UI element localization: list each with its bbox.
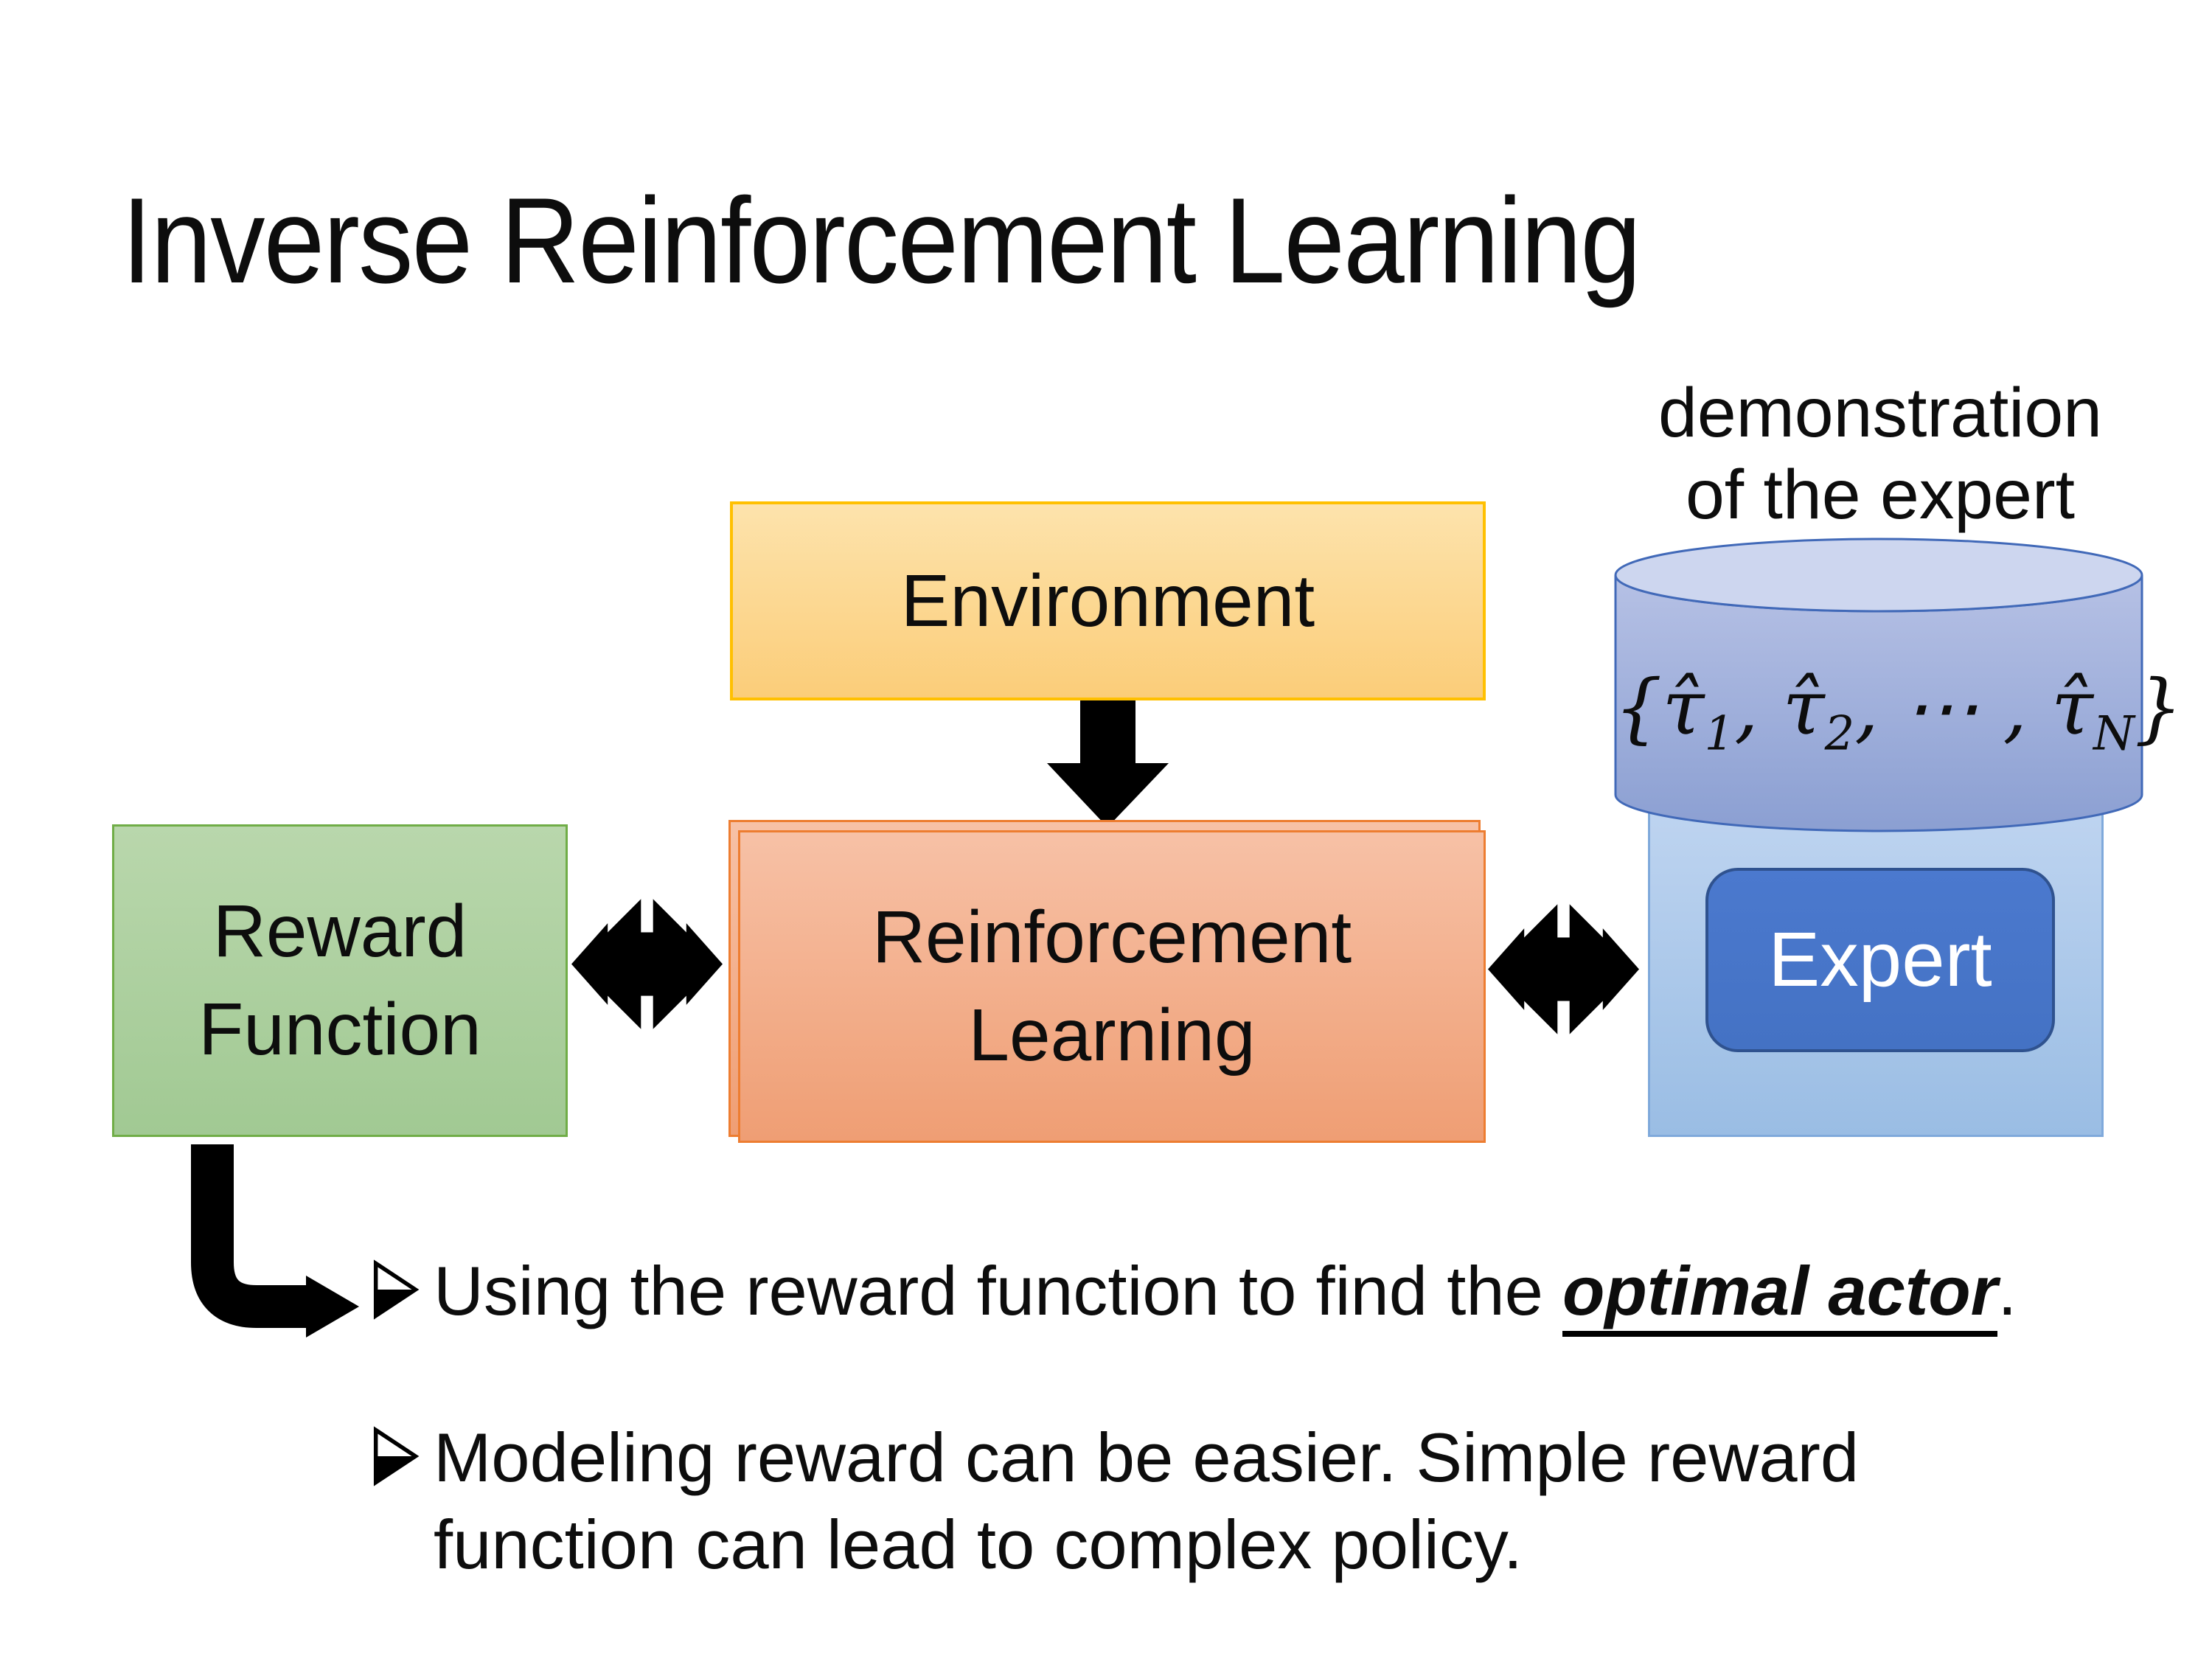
expert-box-label: Expert <box>1768 917 1992 1003</box>
formula-sub1: 1 <box>1704 706 1735 762</box>
rl-box-label: Reinforcement Learning <box>872 896 1352 1077</box>
environment-box-label: Environment <box>900 559 1315 642</box>
bullet-2-text: Modeling reward can be easier. Simple re… <box>434 1414 1859 1589</box>
formula-tau2: τ̂ <box>1782 664 1825 752</box>
reward-to-bullets-elbow-arrow-icon <box>191 1144 359 1338</box>
formula-tauN: τ̂ <box>2051 664 2093 752</box>
expert-box: Expert <box>1705 868 2055 1052</box>
formula-tau1: τ̂ <box>1662 664 1705 752</box>
bullet-1-prefix: Using the reward function to find the <box>434 1252 1562 1329</box>
demonstration-label: demonstration of the expert <box>1658 374 2102 535</box>
formula-close-brace: } <box>2134 664 2183 752</box>
reward-box-label: Reward Function <box>198 890 481 1071</box>
bullet-2-line2: function can lead to complex policy. <box>434 1506 1523 1584</box>
reward-function-box: Reward Function <box>112 824 568 1137</box>
trajectory-database-cylinder-icon <box>1614 538 2143 832</box>
page-title: Inverse Reinforcement Learning <box>122 173 1641 308</box>
formula-dots: , ⋯ , <box>1854 664 2051 752</box>
environment-to-rl-arrow-icon <box>1047 700 1169 827</box>
bullet-2-line1: Modeling reward can be easier. Simple re… <box>434 1419 1860 1496</box>
rl-expert-exchange-arrow-icon <box>1488 894 1639 1045</box>
formula-subN: N <box>2093 706 2135 762</box>
formula-sub2: 2 <box>1824 706 1855 762</box>
arrowhead-bullet-icon <box>373 1259 420 1320</box>
bullet-item-1: Using the reward function to find the op… <box>372 1248 2179 1337</box>
formula-open-brace: { <box>1614 664 1663 752</box>
bullet-1-text: Using the reward function to find the op… <box>434 1248 2017 1337</box>
bullet-1-emphasis: optimal actor <box>1562 1252 1998 1337</box>
trajectory-set-formula: {τ̂1, τ̂2, ⋯ , τ̂N} <box>1614 653 2183 763</box>
reinforcement-learning-box: Reinforcement Learning <box>738 830 1486 1143</box>
reward-rl-exchange-arrow-icon <box>571 888 723 1040</box>
formula-comma1: , <box>1734 664 1783 752</box>
bullet-1-suffix: . <box>1997 1252 2017 1329</box>
bullet-item-2: Modeling reward can be easier. Simple re… <box>372 1414 2179 1589</box>
environment-box: Environment <box>730 501 1486 700</box>
arrowhead-bullet-icon <box>373 1426 420 1486</box>
